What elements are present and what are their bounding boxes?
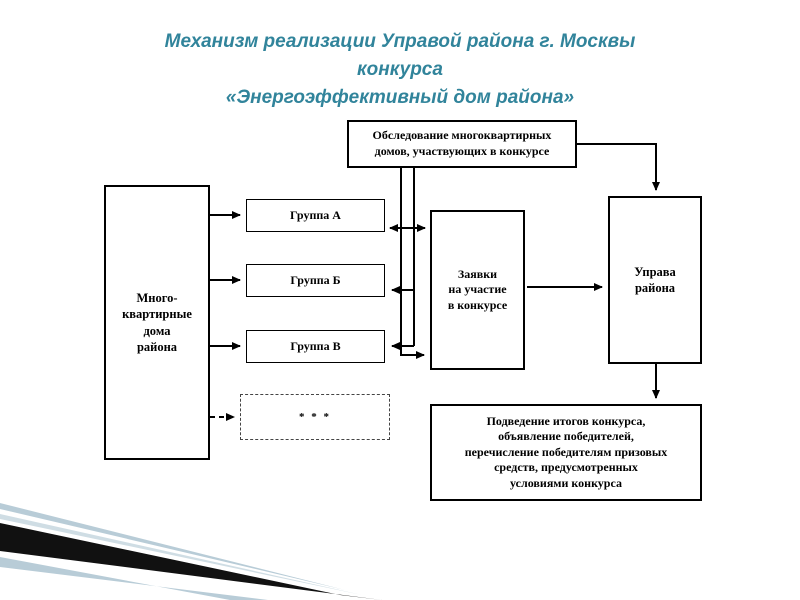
survey-box: Обследование многоквартирных домов, учас… (347, 120, 577, 168)
swoosh-black-stripe (0, 523, 382, 600)
line-survey-down-to-applications (400, 168, 425, 359)
swoosh-light-stripe-top (0, 503, 345, 590)
council-box: Управа района (608, 196, 702, 364)
swoosh-light-stripe-mid (0, 514, 362, 595)
title-line-1: Механизм реализации Управой района г. Мо… (164, 31, 636, 52)
applications-box: Заявки на участие в конкурсе (430, 210, 525, 370)
title-line-2: конкурса (357, 59, 443, 80)
group-a-box: Группа А (246, 199, 385, 232)
group-b-box: Группа Б (246, 264, 385, 297)
group-v-box: Группа В (246, 330, 385, 363)
decorative-swoosh (0, 503, 382, 600)
other-groups-box: * * * (240, 394, 390, 440)
arrow-survey-to-council (577, 143, 660, 191)
swoosh-light-stripe-bottom (0, 557, 268, 600)
title-line-3: «Энергоэффективный дом района» (225, 87, 575, 108)
apartments-box: Много- квартирные дома района (104, 185, 210, 460)
slide-title: Механизм реализации Управой района г. Мо… (0, 28, 800, 112)
results-box: Подведение итогов конкурса, объявление п… (430, 404, 702, 501)
